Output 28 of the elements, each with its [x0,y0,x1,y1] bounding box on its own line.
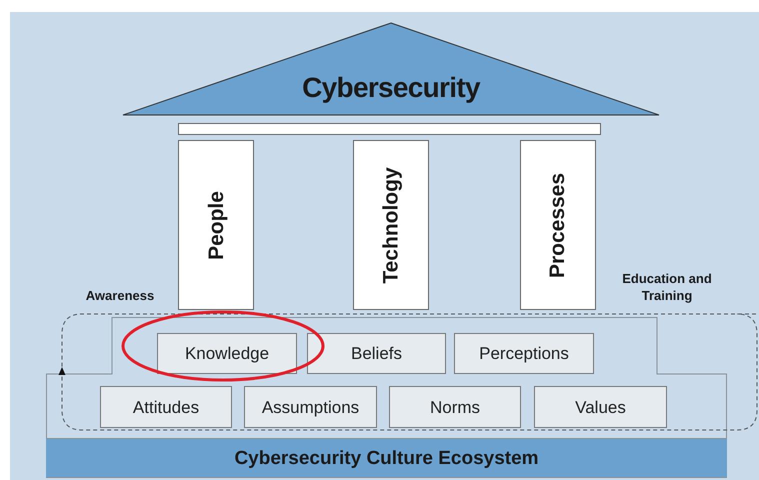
pillar [520,140,596,310]
foundation-steps [46,317,727,478]
side-label: Education and Training [621,270,713,304]
roof-triangle [122,22,660,116]
concept-label: Norms [430,398,480,416]
concept-label: Beliefs [350,345,402,362]
pillar [178,140,254,310]
roof-title: Cybersecurity [302,74,480,102]
pillar-label: Technology [380,166,402,284]
beam-bar [178,123,601,135]
side-label: Awareness [84,287,156,304]
concept-box [244,386,377,428]
pillar [353,140,429,310]
concept-label: Assumptions [262,398,360,416]
concept-box [157,333,297,374]
concept-label: Knowledge [184,345,270,362]
pillar-label: People [206,190,226,260]
concept-box [100,386,232,428]
concept-label: Attitudes [132,398,200,416]
pillar-label: Processes [548,172,568,278]
concept-box [389,386,521,428]
ecosystem-band [46,438,727,478]
concept-box [534,386,667,428]
concept-box [454,333,594,374]
concept-box [307,333,446,374]
concept-label: Perceptions [479,345,569,362]
concept-label: Values [575,398,626,416]
band-title: Cybersecurity Culture Ecosystem [234,448,539,468]
